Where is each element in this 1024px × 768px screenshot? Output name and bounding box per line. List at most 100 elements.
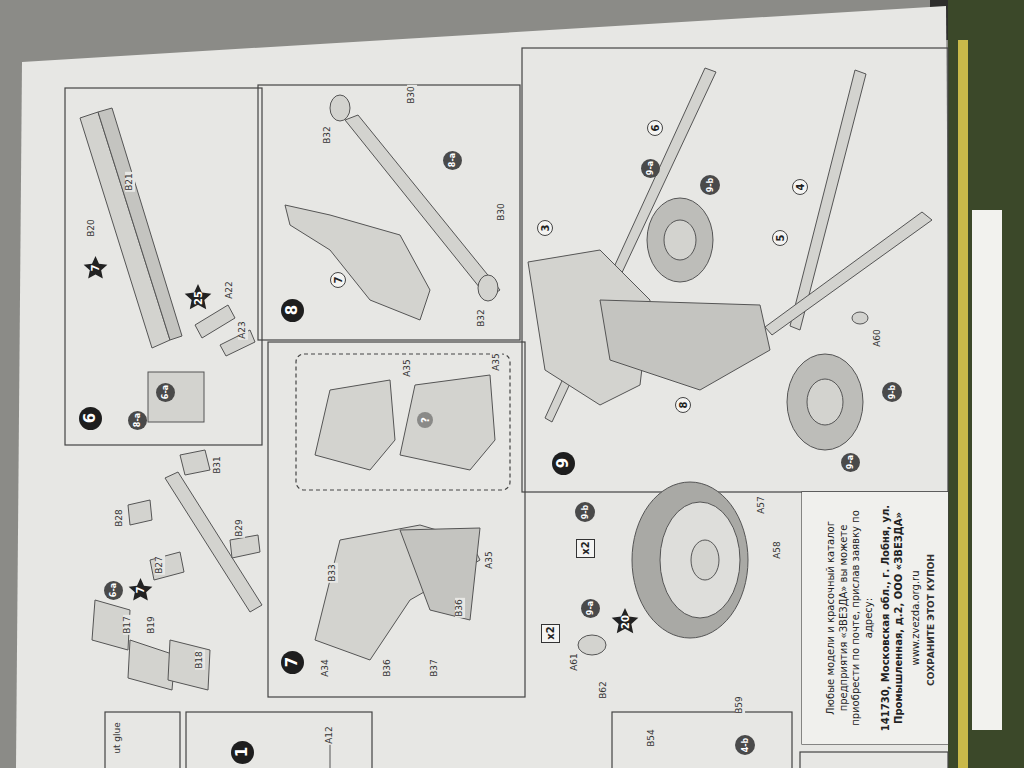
callout-text: 9-a xyxy=(586,601,595,615)
small-part xyxy=(180,450,210,475)
hub-cap xyxy=(852,312,868,324)
inset-part xyxy=(400,375,495,470)
callout-text: 7 xyxy=(90,265,101,272)
coupon-text: Любые модели и красочный каталог предпри… xyxy=(823,501,928,736)
callout-text: 8-a xyxy=(448,153,457,167)
paint-callout: 20 xyxy=(611,608,639,636)
step-number: 9 xyxy=(552,452,575,475)
subassembly-callout: 9-b xyxy=(882,382,902,402)
block-part xyxy=(168,640,210,690)
paint-callout: 7 xyxy=(128,578,153,603)
part-number: B37 xyxy=(430,658,440,678)
subassembly-callout: 9-a xyxy=(581,599,600,618)
part-number: A12 xyxy=(325,725,335,745)
small-part xyxy=(230,535,260,558)
subassembly-callout: 9-b xyxy=(575,502,595,522)
callout-text: 9-b xyxy=(888,385,897,400)
subassembly-callout: 6-a xyxy=(156,383,175,402)
callout-text: 25 xyxy=(193,291,204,305)
panel xyxy=(65,88,262,445)
hub-part xyxy=(691,540,719,580)
part-number: B32 xyxy=(477,308,487,328)
callout-text: 8 xyxy=(283,305,301,315)
subassembly-callout: 6-a xyxy=(104,581,123,600)
part-number: A57 xyxy=(757,495,767,515)
part-number: A35 xyxy=(485,550,495,570)
wheel-hub xyxy=(664,220,696,260)
step-number: 6 xyxy=(79,407,102,430)
part-number: A23 xyxy=(238,320,248,340)
coupon-line: www.zvezda.org.ru xyxy=(910,501,923,736)
part-number: A35 xyxy=(403,358,413,378)
callout-text: ? xyxy=(420,417,431,423)
quantity-box: x2 xyxy=(541,624,560,643)
callout-text: 8-a xyxy=(133,413,142,427)
part-number: ut glue xyxy=(113,721,123,755)
part-number: A22 xyxy=(225,280,235,300)
callout-text: 6-a xyxy=(161,385,170,399)
part-callout: 3 xyxy=(537,220,553,236)
callout-text: 4-b xyxy=(741,738,750,753)
part-number: B32 xyxy=(323,125,333,145)
callout-text: 5 xyxy=(775,235,786,242)
part-number: B33 xyxy=(328,563,338,583)
breech-block xyxy=(148,372,204,422)
step-panels xyxy=(65,48,948,768)
subassembly-callout: 9-a xyxy=(641,159,660,178)
part-number: B59 xyxy=(735,695,745,715)
kit-box-side xyxy=(948,0,1024,768)
callout-text: 6 xyxy=(81,413,99,423)
part-number: B30 xyxy=(407,85,417,105)
part-number: B54 xyxy=(647,728,657,748)
subassembly-callout: 4-b xyxy=(735,735,755,755)
hub-part xyxy=(330,95,350,121)
part-number: B27 xyxy=(155,555,165,575)
side-plate xyxy=(400,528,480,620)
hub-part xyxy=(478,275,498,301)
coupon-frame xyxy=(802,492,948,744)
tyre xyxy=(632,482,748,638)
small-part xyxy=(195,305,235,338)
part-number: A34 xyxy=(321,658,331,678)
part-number: A58 xyxy=(773,540,783,560)
callout-text: 20 xyxy=(620,615,631,629)
axle-part xyxy=(165,472,262,612)
callout-text: 6-a xyxy=(109,583,118,597)
panel xyxy=(186,712,372,768)
wheel xyxy=(787,354,863,450)
star-outline xyxy=(612,608,639,633)
part-callout: 8 xyxy=(675,397,691,413)
part-number: B17 xyxy=(123,615,133,635)
paint-callout: 25 xyxy=(184,284,212,312)
callout-text: 3 xyxy=(540,225,551,232)
paint-callout: 7 xyxy=(83,256,108,281)
callout-text: 7 xyxy=(333,277,344,284)
callout-text: 6 xyxy=(650,125,661,132)
callout-text: x2 xyxy=(580,541,591,554)
callout-text: x2 xyxy=(545,626,556,639)
part-number: B29 xyxy=(235,518,245,538)
subassembly-callout: 8-a xyxy=(443,151,462,170)
part-number: B36 xyxy=(383,658,393,678)
box-label xyxy=(972,210,1002,730)
callout-text: 1 xyxy=(233,747,251,757)
callout-text: 9-b xyxy=(706,178,715,193)
star-outline xyxy=(83,256,107,279)
star-outline xyxy=(128,578,152,601)
gun-carriage xyxy=(600,300,770,390)
callout-text: 9-b xyxy=(581,505,590,520)
part-callout: 5 xyxy=(772,230,788,246)
part-callout: 7 xyxy=(330,272,346,288)
block-part xyxy=(128,640,175,690)
small-part xyxy=(150,552,184,580)
gun-trail xyxy=(765,212,932,335)
star-outline xyxy=(185,284,212,309)
panel xyxy=(105,712,180,768)
step-number: 8 xyxy=(281,299,304,322)
part-number: B36 xyxy=(455,598,465,618)
barrel-half xyxy=(98,108,182,340)
callout-text: 9 xyxy=(554,458,572,468)
callout-text: 7 xyxy=(135,587,146,594)
panel xyxy=(612,712,792,768)
